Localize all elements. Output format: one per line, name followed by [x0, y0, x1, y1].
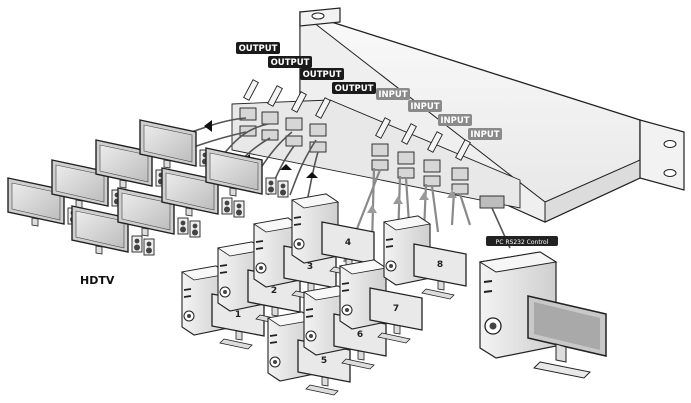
source-number: 5 — [321, 356, 327, 366]
source-pc-8: 8 — [382, 215, 467, 300]
input-label-text: INPUT — [378, 90, 407, 100]
source-monitor — [413, 243, 467, 287]
output-label: OUTPUT — [300, 68, 344, 80]
connector-panel — [231, 99, 521, 209]
input-connector — [423, 159, 441, 173]
control-label: PC RS232 Control — [496, 239, 549, 246]
source-number: 6 — [357, 330, 363, 340]
hdtv-label: HDTV — [80, 274, 115, 287]
input-label: INPUT — [438, 114, 472, 126]
input-connector — [371, 143, 389, 157]
arrow-left-icon — [204, 120, 212, 132]
output-label: OUTPUT — [268, 56, 312, 68]
output-label-text: OUTPUT — [303, 70, 342, 80]
input-connector — [451, 167, 469, 181]
input-label: INPUT — [376, 88, 410, 100]
hdtv-display — [51, 159, 135, 210]
hdtv-display — [205, 147, 289, 198]
input-label: INPUT — [408, 100, 442, 112]
output-connector — [261, 129, 279, 141]
cable-plugs — [243, 79, 471, 161]
speaker-icon — [221, 197, 245, 218]
source-computers: 1 2 3 4 5 6 7 8 — [180, 193, 467, 396]
input-label: INPUT — [468, 128, 502, 140]
output-connector — [239, 107, 257, 121]
output-connector — [285, 117, 303, 131]
output-label: OUTPUT — [236, 42, 280, 54]
source-number: 3 — [307, 262, 313, 272]
speaker-icon — [177, 217, 201, 238]
source-number: 2 — [271, 286, 277, 296]
source-number: 7 — [393, 304, 399, 314]
rack-ear-right — [639, 119, 685, 191]
output-label-text: OUTPUT — [239, 44, 278, 54]
output-connector — [309, 123, 327, 137]
input-label-text: INPUT — [410, 102, 439, 112]
source-number: 1 — [235, 310, 241, 320]
output-connector — [261, 111, 279, 125]
output-label: OUTPUT — [332, 82, 376, 94]
input-connector — [397, 151, 415, 165]
arrow-up-icon — [447, 190, 457, 198]
speaker-icon — [265, 177, 289, 198]
hdtv-displays — [7, 119, 289, 256]
output-connector — [285, 135, 303, 147]
hdtv-display — [71, 205, 155, 256]
speaker-icon — [131, 235, 155, 256]
source-number: 4 — [345, 238, 351, 248]
hdtv-display — [139, 119, 223, 170]
hdtv-display — [161, 167, 245, 218]
arrow-down-icon — [306, 172, 318, 178]
arrow-up-icon — [367, 205, 377, 213]
rack-hole-icon — [663, 140, 677, 148]
control-label-bg — [486, 236, 558, 246]
output-label-text: OUTPUT — [335, 84, 374, 94]
rack-hole-icon — [311, 12, 325, 20]
rack-hole-icon — [663, 169, 677, 177]
arrow-up-icon — [419, 192, 429, 200]
control-pc: PC RS232 Control — [478, 236, 607, 379]
source-monitor — [369, 287, 423, 331]
rs232-port — [479, 195, 505, 209]
arrow-up-icon — [393, 196, 403, 204]
output-label-text: OUTPUT — [271, 58, 310, 68]
hdtv-display — [117, 187, 201, 238]
source-number: 8 — [437, 260, 443, 270]
arrow-down-icon — [280, 164, 292, 170]
input-label-text: INPUT — [470, 130, 499, 140]
input-label-text: INPUT — [440, 116, 469, 126]
source-pc-6: 6 — [302, 285, 387, 370]
